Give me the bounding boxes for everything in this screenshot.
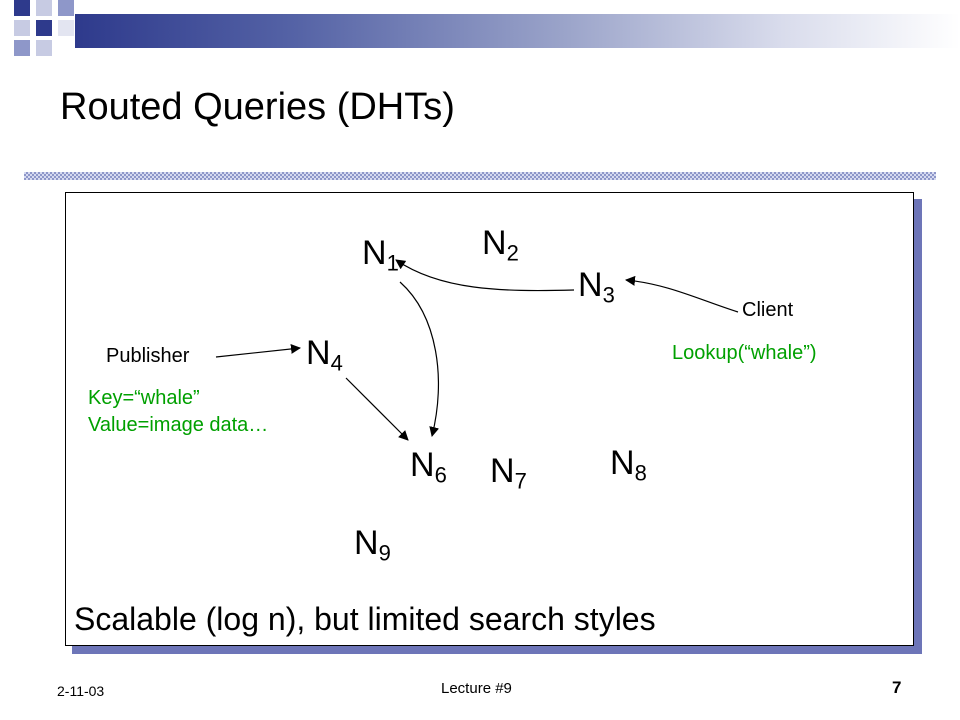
lookup-label: Lookup(“whale”) xyxy=(672,342,817,364)
page-number: 7 xyxy=(892,678,902,697)
key-label: Key=“whale” xyxy=(88,387,200,409)
arrow-n3-to-n1 xyxy=(395,259,575,292)
node-label: N xyxy=(482,224,507,262)
deco-square-7 xyxy=(14,40,30,56)
slide-caption: Scalable (log n), but limited search sty… xyxy=(74,601,656,637)
deco-square-8 xyxy=(36,40,52,56)
arrow-publisher-to-n4 xyxy=(215,343,301,358)
client-label: Client xyxy=(742,299,794,321)
arrow-n4-to-n6 xyxy=(345,377,409,441)
node-subscript: 8 xyxy=(634,460,647,486)
node-n9: N9 xyxy=(354,524,391,567)
node-label: N xyxy=(578,266,603,304)
node-n2: N2 xyxy=(482,224,519,267)
header-gradient-bar xyxy=(75,14,960,48)
node-subscript: 9 xyxy=(378,540,391,566)
publisher-label: Publisher xyxy=(106,345,190,367)
node-subscript: 2 xyxy=(506,240,519,266)
title-divider xyxy=(24,172,936,180)
arrow-n1-to-n6 xyxy=(399,281,440,437)
node-n3: N3 xyxy=(578,266,615,309)
node-n8: N8 xyxy=(610,444,647,487)
deco-square-5 xyxy=(36,20,52,36)
deco-square-3 xyxy=(58,0,74,16)
node-subscript: 6 xyxy=(434,462,447,488)
node-label: N xyxy=(354,524,379,562)
deco-square-4 xyxy=(14,20,30,36)
node-subscript: 1 xyxy=(386,250,399,276)
node-subscript: 4 xyxy=(330,350,343,376)
node-label: N xyxy=(610,444,635,482)
value-label: Value=image data… xyxy=(88,414,269,436)
footer-date: 2-11-03 xyxy=(57,683,105,699)
deco-square-1 xyxy=(14,0,30,16)
node-n6: N6 xyxy=(410,446,447,489)
footer-lecture: Lecture #9 xyxy=(441,680,512,697)
deco-square-6 xyxy=(58,20,74,36)
arrow-client-to-n3 xyxy=(625,275,739,313)
node-subscript: 7 xyxy=(514,468,527,494)
deco-square-2 xyxy=(36,0,52,16)
node-label: N xyxy=(410,446,435,484)
node-n7: N7 xyxy=(490,452,527,495)
node-label: N xyxy=(306,334,331,372)
node-n1: N1 xyxy=(362,234,399,277)
node-subscript: 3 xyxy=(602,282,615,308)
node-n4: N4 xyxy=(306,334,343,377)
slide-title: Routed Queries (DHTs) xyxy=(60,86,455,128)
node-label: N xyxy=(362,234,387,272)
diagram-box xyxy=(65,192,914,646)
node-label: N xyxy=(490,452,515,490)
